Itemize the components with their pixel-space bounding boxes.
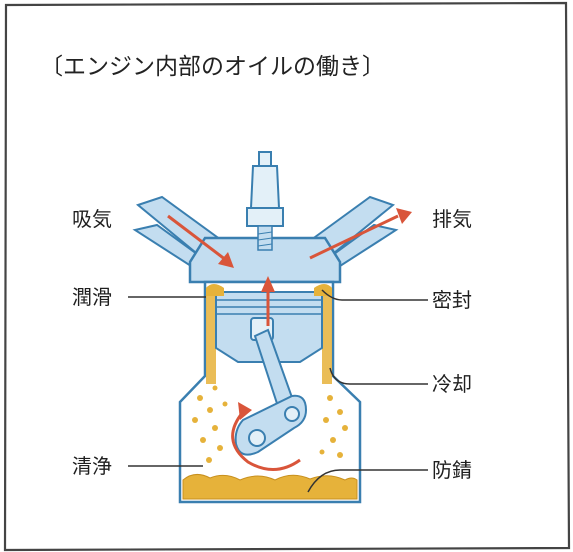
- oil-seal-left: [206, 284, 224, 296]
- label-cooling: 冷却: [432, 372, 472, 396]
- oil-pan: [182, 474, 358, 500]
- oil-droplets: [192, 385, 348, 463]
- engine-illustration: [132, 151, 412, 504]
- label-rust-prevention: 防錆: [432, 458, 472, 482]
- exhaust-arrow: [309, 208, 412, 260]
- cylinder-head: [188, 236, 342, 284]
- label-exhaust: 排気: [432, 207, 472, 231]
- compression-arrow: [261, 276, 275, 326]
- rotation-arrowhead: [238, 402, 252, 420]
- leader-cooling: [329, 367, 428, 385]
- label-intake: 吸気: [72, 207, 112, 231]
- rotation-arrow: [231, 411, 301, 471]
- frame-border: [3, 1, 571, 552]
- label-sealing: 密封: [432, 288, 472, 312]
- label-cleaning: 清浄: [72, 454, 112, 478]
- spark-plug: [246, 151, 284, 251]
- oil-film-right: [322, 290, 332, 384]
- intake-arrow: [167, 214, 234, 268]
- label-lubrication: 潤滑: [72, 285, 112, 309]
- leader-sealing: [321, 289, 428, 301]
- leader-lines: [128, 289, 428, 493]
- crankshaft: [234, 394, 308, 456]
- oil-film-left: [206, 290, 216, 384]
- leader-rust: [307, 469, 428, 493]
- diagram-title: 〔エンジン内部のオイルの働き〕: [40, 54, 385, 80]
